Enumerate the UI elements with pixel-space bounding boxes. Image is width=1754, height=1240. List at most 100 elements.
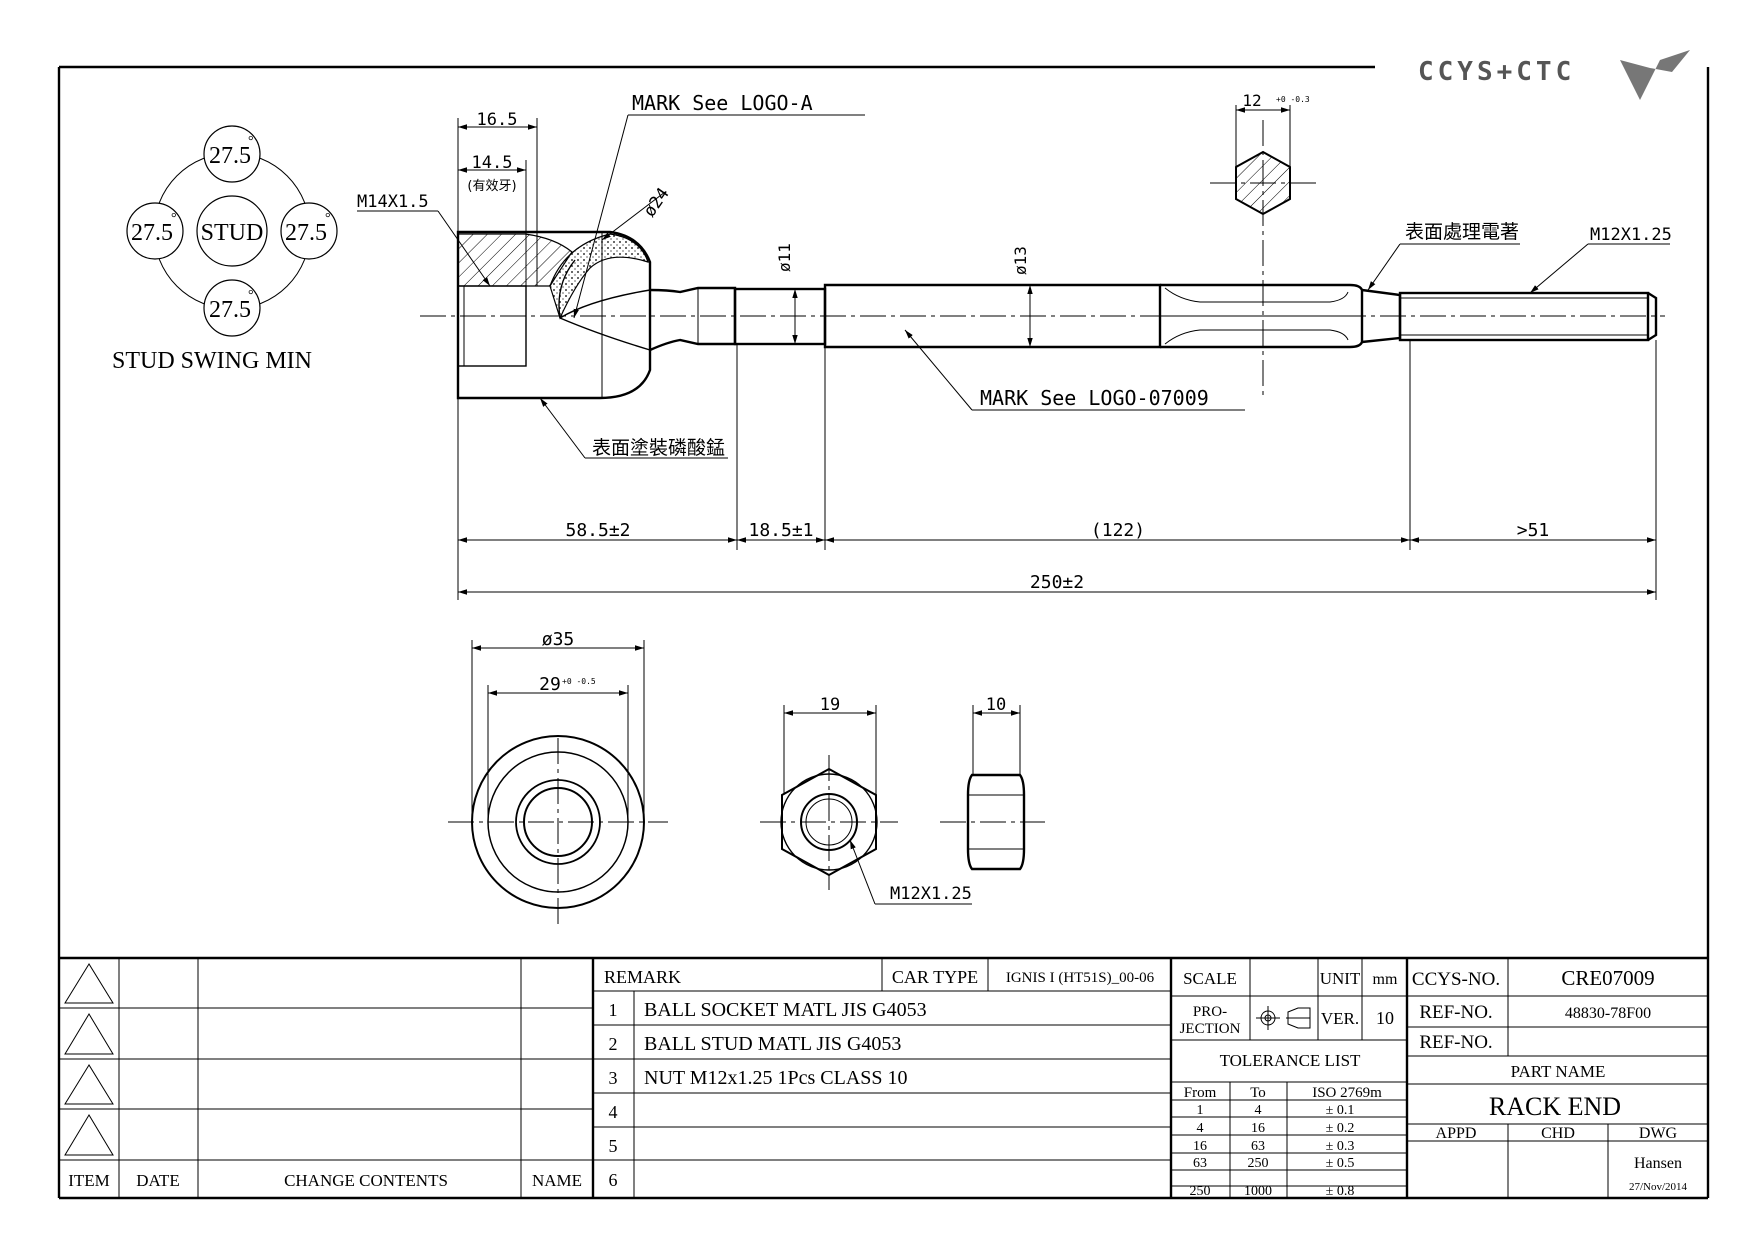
col-item: ITEM <box>68 1171 110 1190</box>
mark-logo-07009-label: MARK See LOGO-07009 <box>980 386 1209 410</box>
tol-from: 250 <box>1190 1184 1211 1199</box>
part-name: RACK END <box>1489 1092 1621 1121</box>
thread-right-label: M12X1.25 <box>1590 225 1672 245</box>
dim-seg2: 18.5±1 <box>748 520 813 541</box>
remark-text: BALL STUD MATL JIS G4053 <box>644 1033 901 1055</box>
tol-value: ± 0.1 <box>1326 1103 1355 1118</box>
tol-to: 4 <box>1255 1103 1262 1118</box>
ver-value: 10 <box>1376 1008 1394 1028</box>
dim-overall: 250±2 <box>1030 572 1084 593</box>
remark-no: 6 <box>609 1170 618 1190</box>
tol-to-header: To <box>1250 1085 1266 1101</box>
col-date: DATE <box>136 1171 179 1190</box>
dim-dia24: ø24 <box>640 184 674 221</box>
logo-wing-icon <box>1620 50 1690 100</box>
col-change-contents: CHANGE CONTENTS <box>284 1171 448 1190</box>
dim-seg3: (122) <box>1091 520 1145 541</box>
dim-seg4: >51 <box>1517 520 1550 541</box>
rack-end-side-view <box>420 230 1665 400</box>
deg-mark: ° <box>325 211 331 226</box>
dim-14-5: 14.5 <box>472 153 513 173</box>
dim-hex12: 12 <box>1242 91 1261 110</box>
car-type-value: IGNIS I (HT51S)_00-06 <box>1006 970 1155 986</box>
tol-from: 1 <box>1197 1103 1204 1118</box>
remark-header: REMARK <box>604 967 681 987</box>
tol-value: ± 0.8 <box>1326 1184 1355 1199</box>
dim-29-tol: +0 -0.5 <box>562 677 596 686</box>
revision-triangle-icon <box>64 1013 114 1055</box>
tol-value: ± 0.5 <box>1326 1156 1355 1171</box>
dim-effective-thread: (有效牙) <box>467 179 516 194</box>
deg-mark: ° <box>248 288 254 303</box>
tol-from: 4 <box>1197 1121 1204 1136</box>
col-name: NAME <box>532 1171 582 1190</box>
swing-center-label: STUD <box>201 220 264 246</box>
remark-no: 5 <box>609 1136 618 1156</box>
ref-label-1: REF-NO. <box>1419 1002 1492 1023</box>
hex-cross-section: 12 +0 -0.3 <box>1210 91 1316 400</box>
ref-value-1: 48830-78F00 <box>1565 1005 1651 1022</box>
remark-no: 1 <box>609 1000 618 1020</box>
info-block: SCALE UNIT mm PRO- JECTION VER. 10 TOLER… <box>1171 958 1409 1199</box>
deg-mark: ° <box>248 134 254 149</box>
swing-angle-left: 27.5 <box>131 220 173 246</box>
thread-nut-label: M12X1.25 <box>890 884 972 904</box>
tol-value: ± 0.3 <box>1326 1139 1355 1154</box>
appd-label: APPD <box>1436 1125 1477 1142</box>
remark-no: 3 <box>609 1068 618 1088</box>
swing-caption: STUD SWING MIN <box>112 348 312 374</box>
projection-label: JECTION <box>1180 1021 1241 1037</box>
unit-label: UNIT <box>1320 969 1361 988</box>
revision-table: ITEM DATE CHANGE CONTENTS NAME <box>59 956 1708 1198</box>
remark-text: BALL SOCKET MATL JIS G4053 <box>644 999 927 1021</box>
remark-no: 4 <box>609 1102 618 1122</box>
surface-plating-label: 表面處理電著 <box>1405 221 1519 243</box>
deg-mark: ° <box>171 211 177 226</box>
socket-end-view: ø35 29 +0 -0.5 <box>448 629 668 925</box>
sheet-frame <box>57 65 1710 1200</box>
surface-manganese-label: 表面塗裝磷酸錳 <box>592 436 725 459</box>
tol-from: 63 <box>1193 1156 1207 1171</box>
dim-dia11: ø11 <box>775 243 794 272</box>
mark-logo-a-label: MARK See LOGO-A <box>632 91 813 115</box>
car-type-label: CAR TYPE <box>892 967 978 987</box>
projection-label: PRO- <box>1193 1004 1227 1020</box>
nut-side-view: 10 <box>940 695 1045 871</box>
dim-seg1: 58.5±2 <box>565 520 630 541</box>
remarks-table: REMARK CAR TYPE IGNIS I (HT51S)_00-06 1 … <box>593 958 1173 1198</box>
chd-label: CHD <box>1541 1125 1575 1142</box>
ccys-label: CCYS-NO. <box>1412 969 1500 990</box>
dim-nut-thick: 10 <box>986 695 1006 715</box>
part-name-label: PART NAME <box>1511 1062 1606 1081</box>
revision-triangle-icon <box>64 1114 114 1156</box>
nut-front-view: 19 M12X1.25 <box>760 695 972 905</box>
dim-29: 29 <box>539 674 561 695</box>
dim-nut-width: 19 <box>820 695 840 715</box>
scale-label: SCALE <box>1183 969 1237 988</box>
tol-value: ± 0.2 <box>1326 1121 1355 1136</box>
thread-left-label: M14X1.5 <box>357 192 429 212</box>
tol-from-header: From <box>1184 1085 1217 1101</box>
dim-dia35: ø35 <box>542 629 575 650</box>
stud-swing-diagram: STUD 27.5 27.5 27.5 27.5 ° ° ° ° STUD SW… <box>112 125 338 374</box>
tol-to: 16 <box>1251 1121 1265 1136</box>
dwg-label: DWG <box>1639 1125 1678 1142</box>
dim-dia13: ø13 <box>1011 246 1030 275</box>
swing-angle-bottom: 27.5 <box>209 297 251 323</box>
svg-text:CCYS+CTC: CCYS+CTC <box>1418 57 1575 87</box>
title-block: CCYS-NO. CRE07009 REF-NO. 48830-78F00 RE… <box>1407 958 1708 1198</box>
ref-label-2: REF-NO. <box>1419 1032 1492 1053</box>
tol-to: 1000 <box>1244 1184 1272 1199</box>
ver-label: VER. <box>1321 1009 1359 1028</box>
drawing-date: 27/Nov/2014 <box>1629 1181 1688 1193</box>
tol-to: 63 <box>1251 1139 1265 1154</box>
tol-from: 16 <box>1193 1139 1207 1154</box>
dim-16-5: 16.5 <box>477 110 518 130</box>
swing-angle-top: 27.5 <box>209 143 251 169</box>
unit-value: mm <box>1373 971 1398 988</box>
swing-angle-right: 27.5 <box>285 220 327 246</box>
tol-iso-header: ISO 2769m <box>1312 1085 1382 1101</box>
dim-hex12-tol: +0 -0.3 <box>1276 95 1310 104</box>
